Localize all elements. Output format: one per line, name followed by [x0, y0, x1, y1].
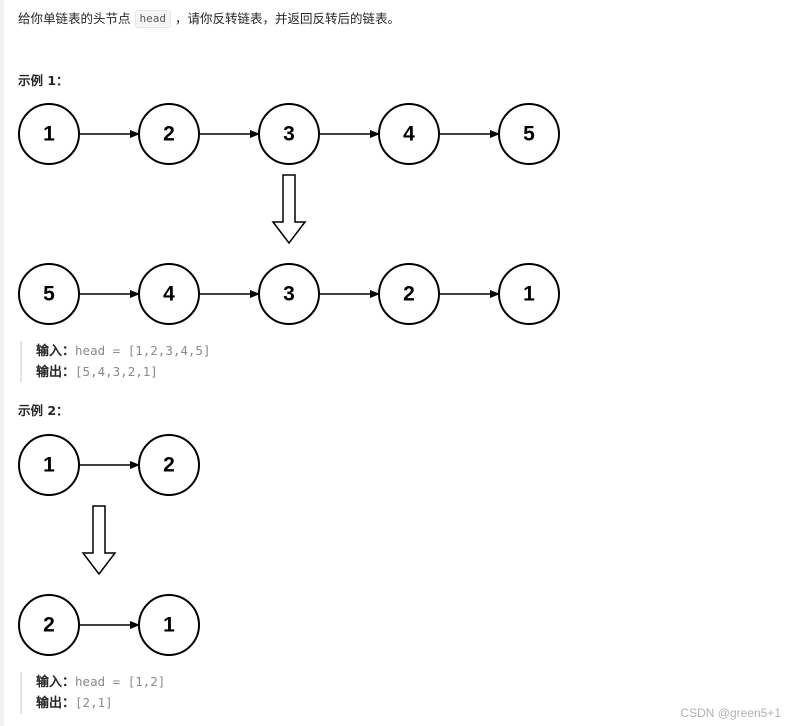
node-value: 3	[283, 283, 295, 306]
example-2-output-row: 输出：[2,1]	[36, 693, 165, 714]
example-1-output-row: 输出：[5,4,3,2,1]	[36, 362, 210, 383]
intro-prefix: 给你单链表的头节点	[18, 11, 131, 26]
node-value: 2	[43, 614, 55, 637]
node-value: 2	[163, 123, 175, 146]
input-value: head = [1,2,3,4,5]	[75, 343, 211, 358]
problem-description: 给你单链表的头节点 head ，请你反转链表，并返回反转后的链表。	[18, 10, 400, 28]
list-node	[498, 263, 560, 325]
example-1-input-list: 1 2 3 4 5	[18, 103, 560, 165]
output-value: [5,4,3,2,1]	[75, 364, 158, 379]
output-label: 输出：	[36, 365, 76, 380]
node-value: 3	[283, 123, 295, 146]
output-label: 输出：	[36, 696, 76, 711]
example-1-title: 示例 1：	[18, 73, 69, 88]
example-1-output-list: 5 4 3 2 1	[18, 263, 560, 325]
input-label: 输入：	[36, 344, 76, 359]
node-value: 1	[43, 454, 55, 477]
down-arrow-icon	[271, 174, 307, 245]
list-node	[138, 434, 200, 496]
example-2-title: 示例 2：	[18, 403, 69, 418]
list-node	[138, 594, 200, 656]
content-left-border	[0, 0, 4, 726]
example-2-input-row: 输入：head = [1,2]	[36, 672, 165, 693]
node-value: 1	[43, 123, 55, 146]
node-value: 2	[403, 283, 415, 306]
node-value: 4	[163, 283, 175, 306]
example-1-input-row: 输入：head = [1,2,3,4,5]	[36, 341, 210, 362]
node-value: 5	[523, 123, 535, 146]
node-value: 4	[403, 123, 415, 146]
input-label: 输入：	[36, 675, 76, 690]
example-2-io: 输入：head = [1,2] 输出：[2,1]	[20, 672, 165, 714]
list-node	[498, 103, 560, 165]
intro-suffix: ，请你反转链表，并返回反转后的链表。	[175, 11, 401, 26]
node-value: 1	[523, 283, 535, 306]
node-value: 1	[163, 614, 175, 637]
node-value: 2	[163, 454, 175, 477]
example-1-io: 输入：head = [1,2,3,4,5] 输出：[5,4,3,2,1]	[20, 341, 210, 383]
input-value: head = [1,2]	[75, 674, 166, 689]
down-arrow-icon	[81, 505, 117, 576]
watermark: CSDN @green5+1	[680, 706, 781, 720]
inline-code-head: head	[134, 10, 172, 28]
node-value: 5	[43, 283, 55, 306]
output-value: [2,1]	[75, 695, 113, 710]
